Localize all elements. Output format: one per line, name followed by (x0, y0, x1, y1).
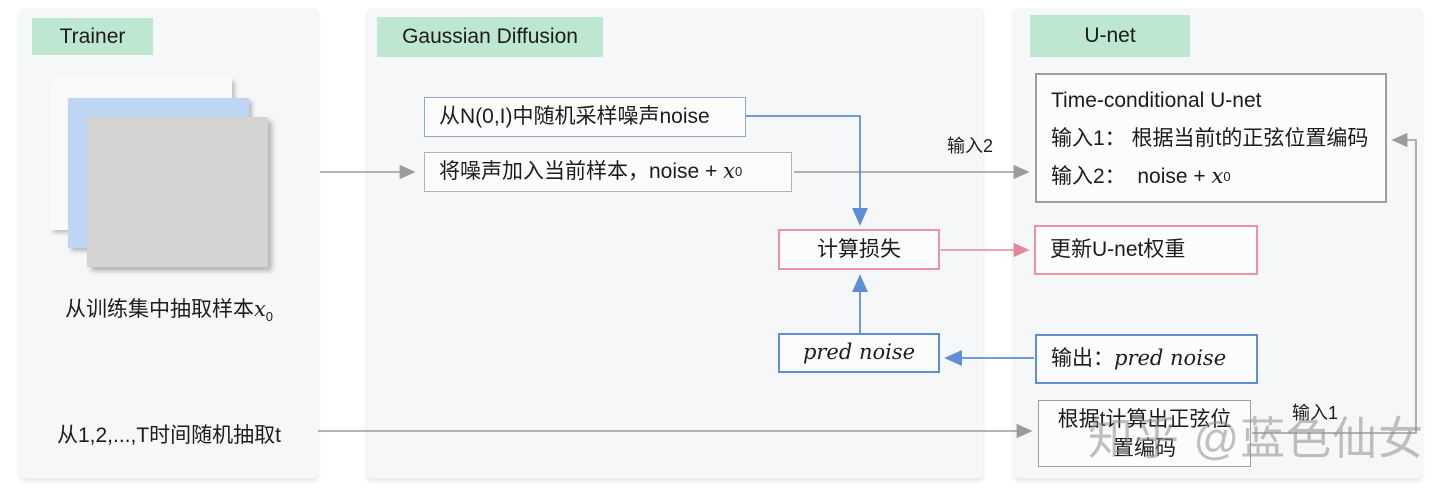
output-box-text: 输出： (1051, 347, 1114, 371)
input2-label-text: 输入2 (947, 136, 994, 156)
math-sub-0: 0 (265, 309, 274, 325)
watermark-text: 知乎 @蓝色仙女 (1088, 413, 1425, 464)
arrow-position-encoding-to-unet (1252, 132, 1417, 434)
position-encoding-box: 根据t计算出正弦位 置编码 (1038, 400, 1251, 467)
time-caption: 从1,2,...,T时间随机抽取t (20, 419, 318, 449)
unet-tag-label: U-net (1084, 24, 1136, 47)
math-var-x: x (253, 297, 266, 321)
math-var-x: x (723, 159, 735, 184)
input1-label: 输入1 (1292, 399, 1338, 425)
gaussian-diffusion-tag-label: Gaussian Diffusion (402, 25, 578, 48)
sample-caption: 从训练集中抽取样本x0 (20, 293, 318, 324)
position-encoding-line-1: 根据t计算出正弦位 (1057, 407, 1232, 431)
trainer-tag: Trainer (32, 18, 153, 55)
input2-label: 输入2 (947, 132, 993, 158)
math-var-x: x (1211, 164, 1224, 189)
time-conditional-unet-box: Time-conditional U-net 输入1： 根据当前t的正弦位置编码… (1035, 73, 1387, 203)
math-sub-0: 0 (734, 164, 743, 180)
trainer-tag-label: Trainer (59, 24, 126, 48)
update-weights-box: 更新U-net权重 (1034, 225, 1258, 275)
pred-noise-box-text: pred noise (802, 340, 916, 365)
pred-noise-box: pred noise (778, 333, 940, 373)
tc-line-1-text: Time-conditional U-net (1051, 89, 1262, 113)
tc-line-2: 输入1： 根据当前t的正弦位置编码 (1051, 120, 1385, 158)
image-card-front (87, 117, 268, 267)
input1-label-text: 输入1 (1292, 403, 1339, 423)
output-box-value: pred noise (1114, 346, 1227, 371)
tc-line-3-text: 输入2： noise + (1051, 165, 1212, 189)
unet-tag: U-net (1030, 15, 1190, 57)
gaussian-diffusion-tag: Gaussian Diffusion (377, 17, 603, 57)
time-caption-text: 从1,2,...,T时间随机抽取t (56, 424, 282, 447)
loss-box-text: 计算损失 (817, 237, 901, 261)
loss-box: 计算损失 (778, 229, 940, 270)
update-weights-box-text: 更新U-net权重 (1050, 238, 1186, 262)
sample-noise-box: 从N(0,I)中随机采样噪声noise (424, 97, 746, 137)
arrow-sample-noise-to-loss (746, 115, 869, 226)
tc-line-1: Time-conditional U-net (1051, 82, 1385, 120)
math-sub-0: 0 (1223, 169, 1231, 185)
sample-noise-box-text: 从N(0,I)中随机采样噪声noise (439, 105, 710, 129)
position-encoding-line-2: 置编码 (1113, 436, 1176, 460)
tc-line-2-text: 输入1： 根据当前t的正弦位置编码 (1051, 127, 1369, 151)
sample-caption-text: 从训练集中抽取样本 (64, 298, 254, 321)
add-noise-box-text: 将噪声加入当前样本，noise + (439, 160, 724, 184)
watermark: 知乎 @蓝色仙女 (1088, 402, 1424, 467)
output-box: 输出：pred noise (1035, 334, 1258, 384)
